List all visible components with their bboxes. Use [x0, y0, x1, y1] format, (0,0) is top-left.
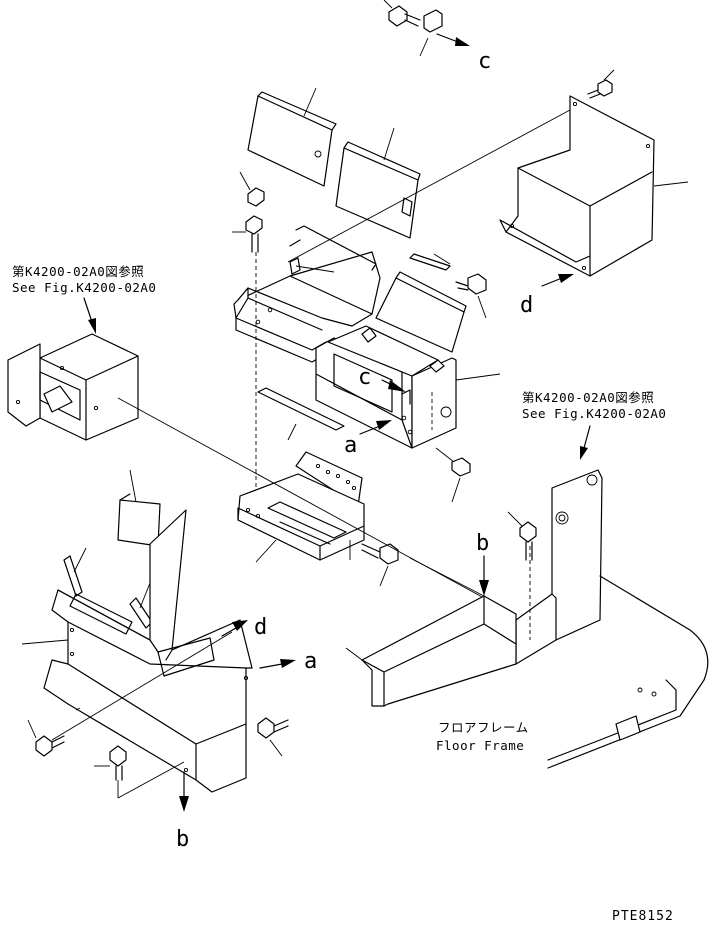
ref-left-arrow: [83, 297, 96, 334]
leader-line-cover: [287, 109, 571, 263]
label-a-right: a: [304, 649, 317, 674]
floor-frame-jp: フロアフレーム: [438, 720, 529, 735]
bolt-lower-left-a: [27, 719, 65, 757]
ref-right-jp: 第K4200-02A0図参照: [522, 390, 654, 405]
ref-left-en: See Fig.K4200-02A0: [12, 280, 156, 295]
drawing-code: PTE8152: [612, 909, 674, 924]
left-box: [7, 333, 139, 441]
center-right-flap: [375, 253, 467, 353]
arrow-c-top: [436, 33, 470, 46]
nut-box-lower: [435, 447, 471, 503]
main-box: [315, 325, 501, 449]
bracket-base: [237, 451, 365, 563]
right-top-bolt: [587, 69, 615, 99]
label-c-top: c: [478, 49, 491, 74]
nut-right-middle: [455, 273, 487, 319]
label-b-top: b: [476, 531, 489, 556]
lower-left-plate: [21, 509, 253, 793]
right-bracket: [515, 469, 603, 665]
top-clip: [419, 9, 443, 57]
arrow-c-mid: [381, 379, 406, 392]
arrow-b-top: [479, 555, 489, 596]
label-d-right: d: [520, 293, 533, 318]
arrow-d-left: [221, 620, 248, 637]
arrow-a-mid: [359, 420, 392, 435]
floor-frame-en: Floor Frame: [436, 738, 524, 753]
arrow-b-bottom: [179, 771, 189, 812]
nut-upper-left: [239, 171, 265, 207]
seal-strip: [257, 387, 345, 441]
small-plate: [117, 469, 161, 547]
ref-left-jp: 第K4200-02A0図参照: [12, 264, 144, 279]
bolt-lower-left-b: [94, 745, 185, 799]
top-bolt: [383, 0, 421, 27]
bolt-right-bracket: [507, 511, 537, 561]
label-a-mid: a: [344, 433, 357, 458]
ref-right-en: See Fig.K4200-02A0: [522, 406, 666, 421]
arrow-d-right: [541, 274, 574, 287]
bolt-upper-left: [232, 215, 263, 520]
main-frame-assembly: [233, 225, 381, 363]
bolt-bracket: [361, 543, 399, 587]
label-d-left: d: [254, 615, 267, 640]
right-top-cover: [499, 95, 689, 277]
label-c-mid: c: [358, 365, 371, 390]
leader-line-d: [51, 631, 233, 741]
top-middle-panel: [335, 127, 421, 239]
bolt-lower-middle: [257, 717, 289, 757]
arrow-a-right: [259, 659, 296, 669]
floor-frame: [345, 557, 709, 769]
ref-right-arrow: [580, 425, 591, 460]
top-left-panel: [247, 87, 337, 187]
label-b-bottom: b: [176, 827, 189, 852]
